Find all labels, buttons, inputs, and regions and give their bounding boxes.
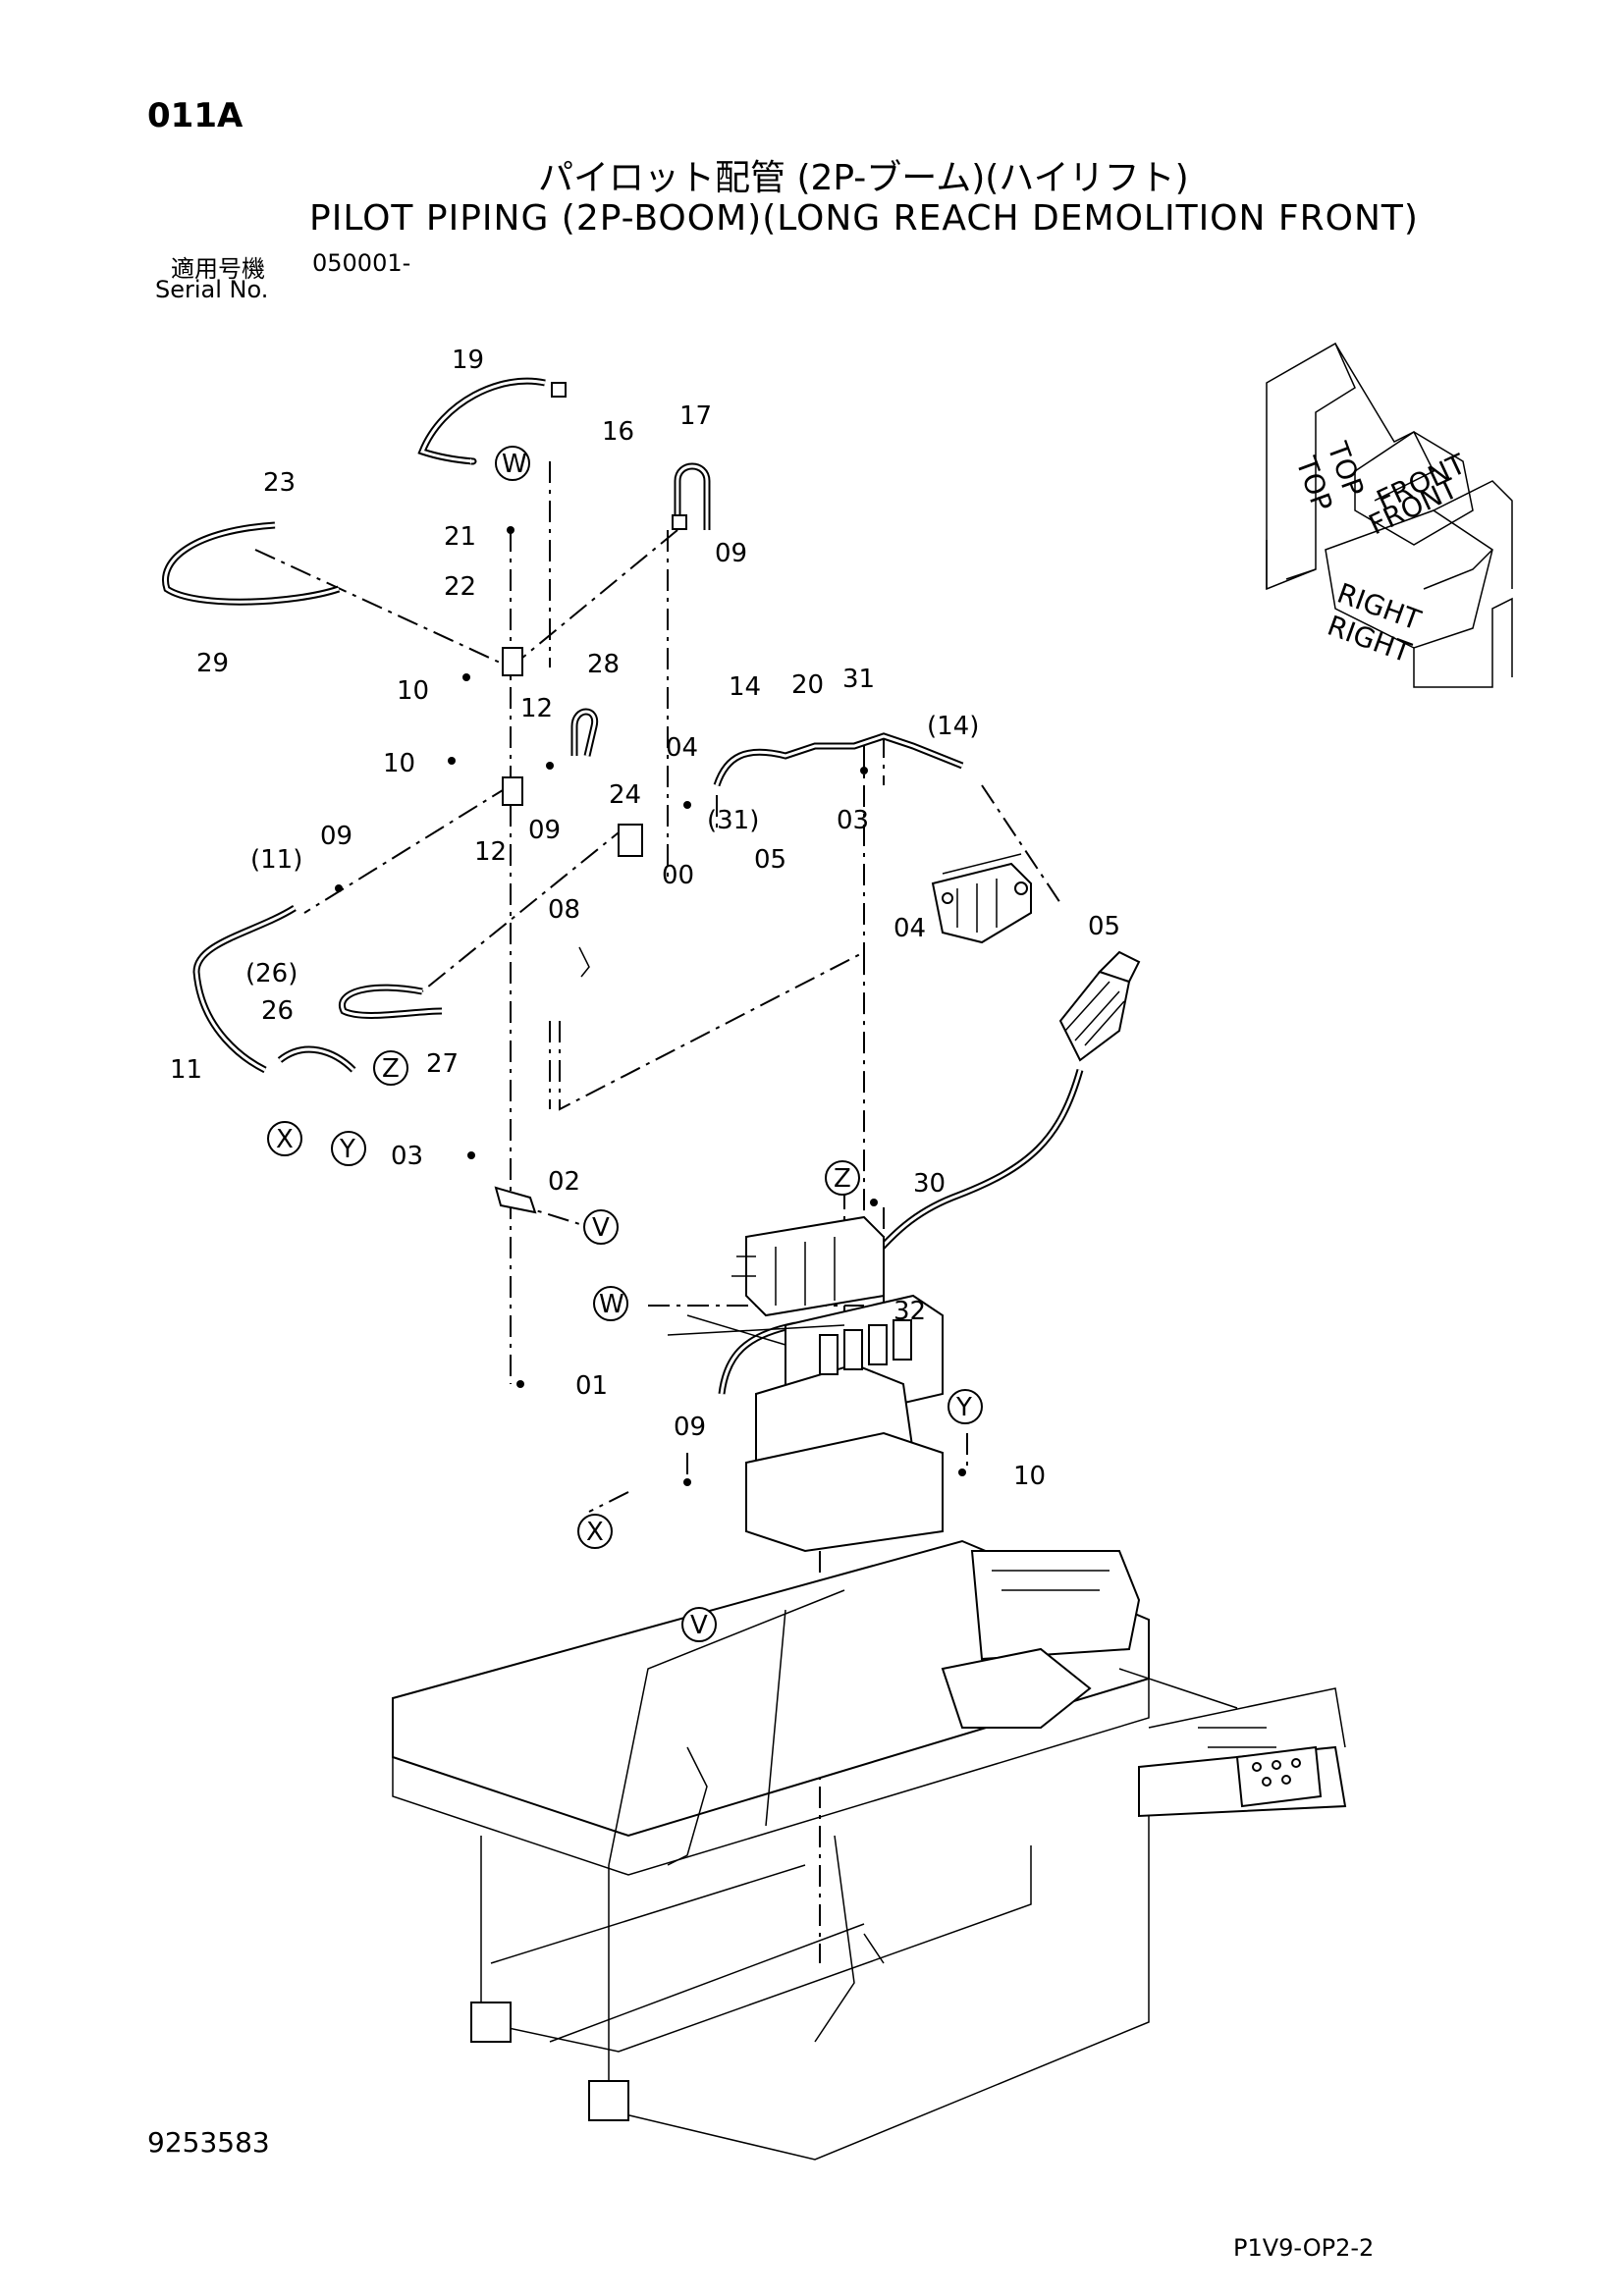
callout-03-a: 03 — [837, 806, 869, 835]
callout-04-a: 04 — [666, 733, 698, 763]
callout-03-b: 03 — [391, 1142, 423, 1171]
callout-19: 19 — [452, 346, 484, 375]
callout-09-a: 09 — [715, 539, 747, 568]
hoses — [162, 377, 1084, 1395]
callout-11-paren: (11) — [250, 845, 302, 875]
callout-23: 23 — [263, 468, 296, 498]
callout-00: 00 — [662, 861, 694, 890]
callout-labels: 19 16 17 23 09 21 22 29 10 12 28 14 20 3… — [170, 346, 1120, 1491]
ref-y-lower: Y — [955, 1393, 972, 1422]
ref-x-upper: X — [276, 1125, 294, 1154]
ref-w-upper: W — [502, 450, 527, 479]
upper-frame — [392, 1539, 1347, 2161]
valve-block — [667, 1215, 944, 1553]
document-number: 9253583 — [147, 2126, 270, 2159]
callout-26-paren: (26) — [245, 959, 298, 988]
callout-17: 17 — [679, 401, 712, 431]
reference-marks: W Z X Y V W Z Y X V — [267, 446, 983, 1642]
callout-11: 11 — [170, 1055, 202, 1085]
callout-14: 14 — [729, 672, 761, 702]
callout-10-a: 10 — [397, 676, 429, 706]
ref-x-lower: X — [586, 1518, 604, 1547]
callout-01: 01 — [575, 1371, 608, 1401]
callout-29: 29 — [196, 649, 229, 678]
ref-v-lower: V — [690, 1611, 708, 1640]
callout-26: 26 — [261, 996, 294, 1026]
ref-z-upper: Z — [382, 1054, 400, 1084]
callout-02: 02 — [548, 1167, 580, 1197]
callout-31: 31 — [842, 665, 875, 694]
callout-09-d: 09 — [674, 1413, 706, 1442]
callout-09-b: 09 — [528, 816, 561, 845]
page-code: 011A — [147, 96, 244, 135]
sheet-code: P1V9-OP2-2 — [1233, 2234, 1375, 2262]
title-japanese: パイロット配管 (2P-ブーム)(ハイリフト) — [538, 158, 1189, 198]
pilot-control-valve — [931, 853, 1032, 944]
ref-y-upper: Y — [339, 1135, 355, 1164]
callout-08: 08 — [548, 895, 580, 925]
callout-16: 16 — [602, 417, 634, 447]
ref-w-lower: W — [599, 1290, 624, 1319]
callout-14-paren: (14) — [927, 712, 979, 741]
callout-27: 27 — [426, 1049, 459, 1079]
callout-20: 20 — [791, 670, 824, 700]
callout-12-a: 12 — [520, 694, 553, 723]
callout-22: 22 — [444, 572, 476, 602]
callout-21: 21 — [444, 522, 476, 552]
callout-10-c: 10 — [1013, 1462, 1046, 1491]
callout-09-c: 09 — [320, 822, 352, 851]
callout-28: 28 — [587, 650, 620, 679]
ref-v-upper: V — [592, 1213, 610, 1243]
fittings — [335, 382, 966, 1486]
callout-04-b: 04 — [893, 914, 926, 943]
callout-31-paren: (31) — [707, 806, 759, 835]
serial-label-japanese: 適用号機 — [171, 255, 265, 283]
callout-10-b: 10 — [383, 749, 415, 778]
serial-label-english: Serial No. — [155, 276, 269, 303]
orientation-indicator: TOP TOP FRONT FRONT RIGHT RIGHT — [1266, 342, 1513, 688]
callout-30: 30 — [913, 1169, 946, 1199]
callout-05-b: 05 — [1088, 912, 1120, 941]
callout-05-a: 05 — [754, 845, 786, 875]
pedal-assembly — [1058, 950, 1141, 1062]
ref-z-lower: Z — [834, 1164, 851, 1194]
callout-24: 24 — [609, 780, 641, 810]
callout-12-b: 12 — [474, 837, 507, 867]
callout-32: 32 — [893, 1297, 926, 1326]
title-english: PILOT PIPING (2P-BOOM)(LONG REACH DEMOLI… — [309, 198, 1419, 239]
serial-number: 050001- — [312, 249, 411, 277]
